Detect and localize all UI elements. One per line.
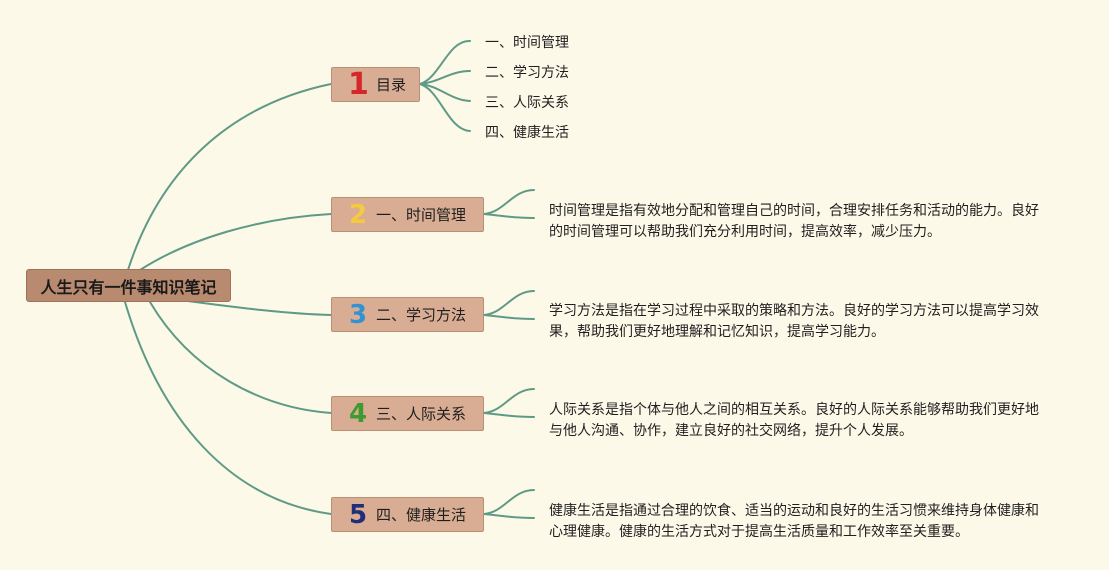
branch-node-4[interactable]: 4 三、人际关系 bbox=[331, 396, 484, 431]
connector-root-branch-1 bbox=[127, 83, 332, 271]
connector-desc-2a bbox=[483, 290, 535, 316]
connector-root-branch-4 bbox=[149, 301, 332, 414]
root-label: 人生只有一件事知识笔记 bbox=[40, 277, 217, 297]
number-badge-3: 3 bbox=[348, 299, 368, 330]
description-time-management: 时间管理是指有效地分配和管理自己的时间，合理安排任务和活动的能力。良好的时间管理… bbox=[549, 203, 1039, 240]
connector-desc-1b bbox=[483, 213, 535, 219]
description-relationships: 人际关系是指个体与他人之间的相互关系。良好的人际关系能够帮助我们更好地与他人沟通… bbox=[549, 402, 1039, 439]
number-badge-5: 5 bbox=[348, 499, 368, 530]
connector-root-branch-2 bbox=[139, 213, 332, 271]
toc-item-1[interactable]: 一、时间管理 bbox=[485, 35, 569, 51]
toc-item-2[interactable]: 二、学习方法 bbox=[485, 65, 569, 81]
connector-root-branch-3 bbox=[179, 299, 332, 316]
branch-node-3[interactable]: 3 二、学习方法 bbox=[331, 297, 484, 332]
branch-label-3: 二、学习方法 bbox=[376, 306, 467, 324]
connector-desc-1a bbox=[483, 189, 535, 215]
root-node[interactable]: 人生只有一件事知识笔记 bbox=[26, 269, 231, 302]
description-healthy-living: 健康生活是指通过合理的饮食、适当的运动和良好的生活习惯来维持身体健康和心理健康。… bbox=[549, 503, 1039, 540]
number-badge-1: 1 bbox=[348, 66, 369, 102]
connector-toc-2 bbox=[419, 70, 471, 85]
connector-desc-3a bbox=[483, 388, 535, 414]
branch-node-5[interactable]: 5 四、健康生活 bbox=[331, 497, 484, 532]
branch-label-5: 四、健康生活 bbox=[376, 506, 467, 524]
branch-node-1[interactable]: 1 目录 bbox=[331, 67, 420, 102]
toc-item-3[interactable]: 三、人际关系 bbox=[485, 95, 569, 111]
connector-toc-1 bbox=[419, 39, 471, 85]
toc-item-4[interactable]: 四、健康生活 bbox=[485, 125, 569, 141]
branch-node-2[interactable]: 2 一、时间管理 bbox=[331, 197, 484, 232]
branch-label-1: 目录 bbox=[376, 76, 407, 94]
description-study-methods: 学习方法是指在学习过程中采取的策略和方法。良好的学习方法可以提高学习效果，帮助我… bbox=[549, 303, 1039, 340]
connector-desc-4b bbox=[483, 513, 535, 519]
branch-label-2: 一、时间管理 bbox=[376, 206, 467, 224]
connector-toc-4 bbox=[419, 83, 471, 132]
connector-toc-3 bbox=[419, 83, 471, 102]
number-badge-4: 4 bbox=[348, 398, 368, 429]
branch-label-4: 三、人际关系 bbox=[376, 405, 467, 423]
connector-desc-4a bbox=[483, 489, 535, 515]
connector-desc-3b bbox=[483, 412, 535, 418]
connector-root-branch-5 bbox=[124, 301, 332, 515]
number-badge-2: 2 bbox=[348, 199, 368, 230]
connector-desc-2b bbox=[483, 314, 535, 320]
